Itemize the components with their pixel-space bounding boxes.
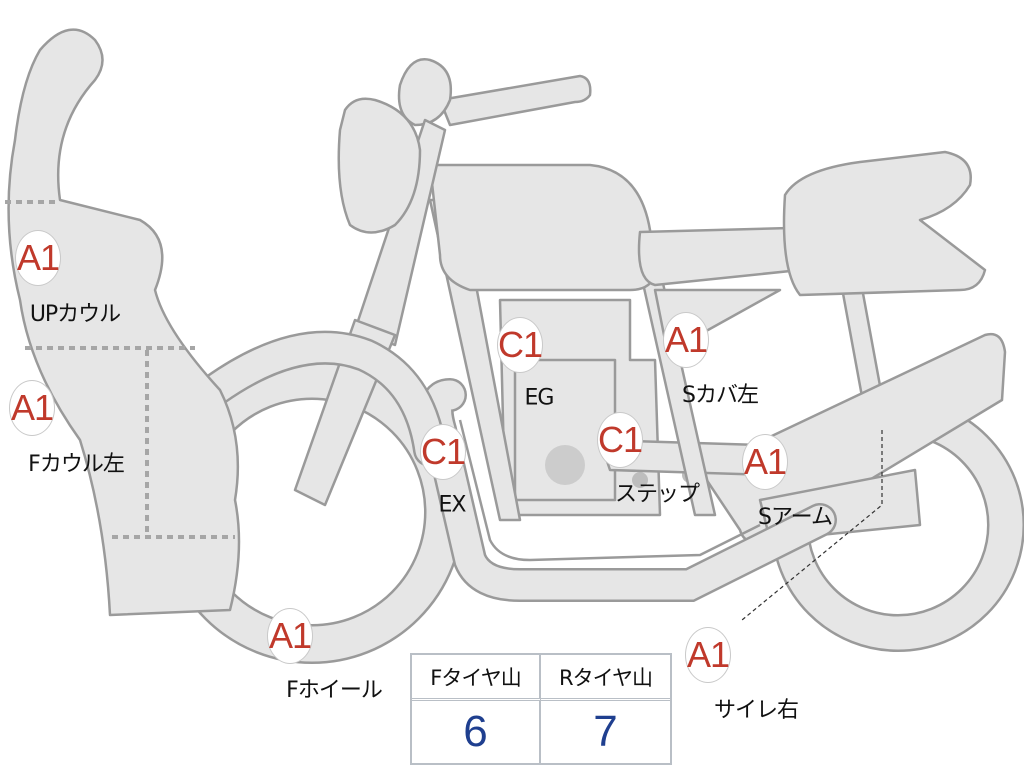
eg-label: EG [524, 385, 555, 411]
up-cowl-label: UPカウル [29, 302, 121, 327]
seat-base [637, 226, 803, 287]
s-arm-label: Sアーム [758, 505, 833, 530]
swing-arm [698, 332, 1007, 544]
front-fork [353, 118, 447, 347]
ex-grade-badge[interactable]: C1 [420, 424, 466, 480]
seat [782, 150, 987, 297]
front-tire-value: 6 [412, 701, 541, 763]
step-label: ステップ [614, 482, 700, 507]
f-wheel-label: Fホイール [286, 678, 383, 703]
f-cowl-left-grade-badge[interactable]: A1 [9, 380, 55, 436]
tire-tread-table: Fタイヤ山 Rタイヤ山 6 7 [410, 653, 672, 765]
front-tire-header: Fタイヤ山 [412, 655, 541, 701]
s-cover-left-grade-badge[interactable]: A1 [663, 312, 709, 368]
up-cowl-grade-badge[interactable]: A1 [15, 230, 61, 286]
silencer-right-grade-badge[interactable]: A1 [685, 627, 731, 683]
f-wheel-grade-badge[interactable]: A1 [267, 608, 313, 664]
f-cowl-left-label: Fカウル左 [28, 452, 125, 477]
front-cowl [7, 28, 241, 617]
rear-tire-header: Rタイヤ山 [541, 655, 670, 701]
handlebar [438, 74, 592, 127]
rear-tire-value: 7 [593, 707, 618, 756]
ex-label: EX [438, 492, 467, 518]
step-grade-badge[interactable]: C1 [597, 412, 643, 468]
s-cover-left-label: Sカバ左 [682, 383, 759, 408]
silencer-right-label: サイレ右 [713, 698, 799, 723]
eg-grade-badge[interactable]: C1 [497, 317, 543, 373]
s-arm-grade-badge[interactable]: A1 [742, 434, 788, 490]
fuel-tank [428, 163, 657, 292]
silencer-leader-line [741, 430, 883, 621]
